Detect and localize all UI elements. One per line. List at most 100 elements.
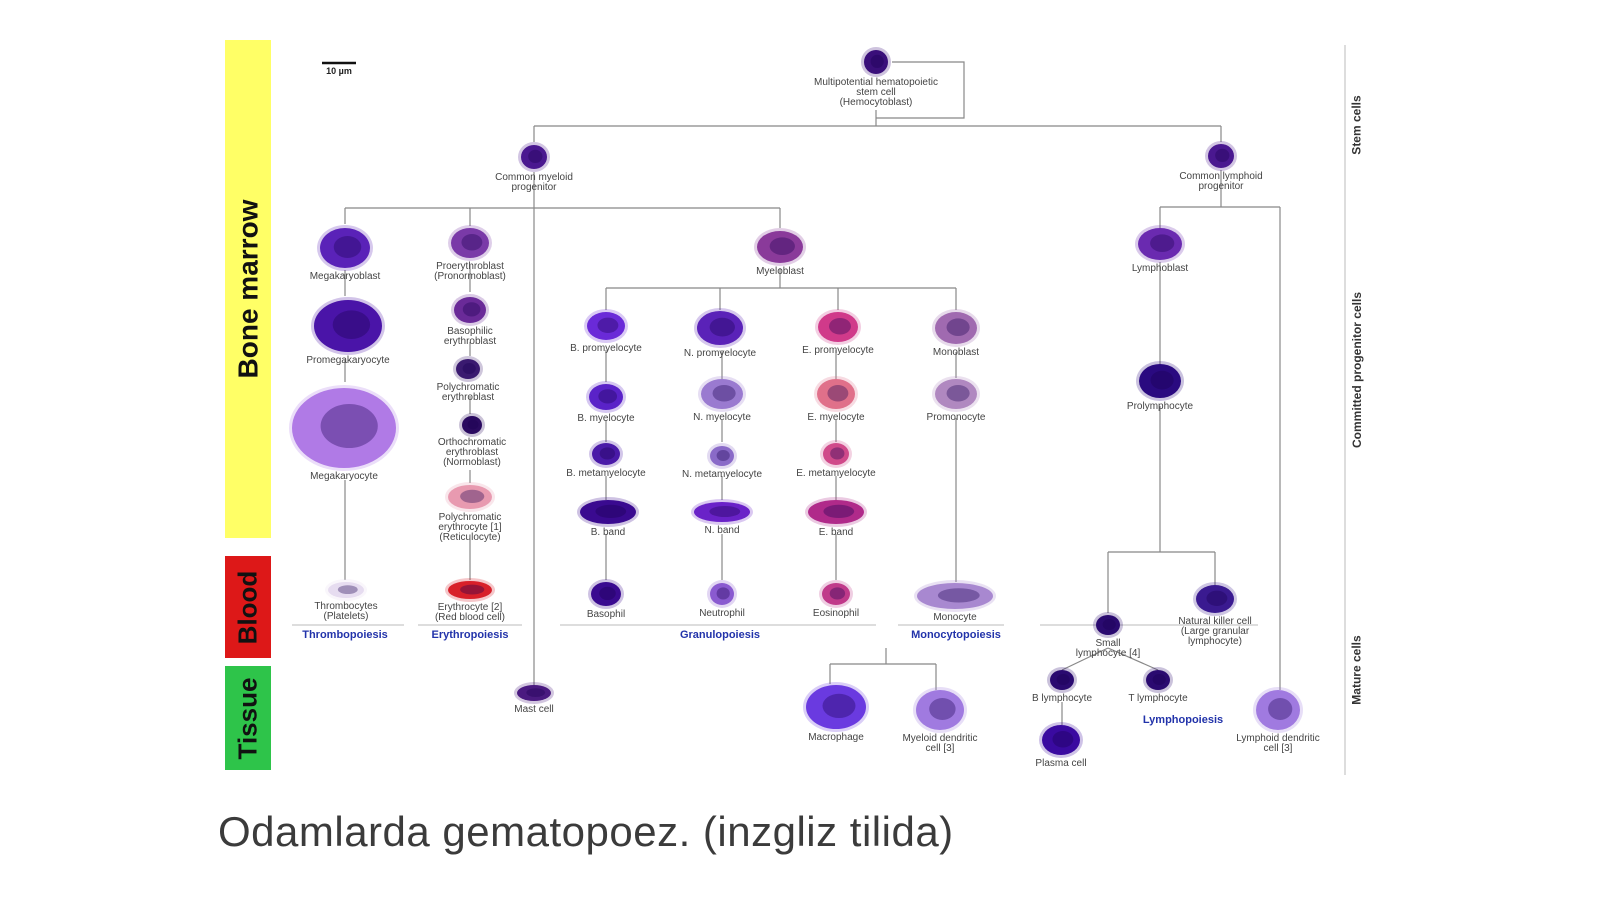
cell-label-b-lymphocyte: B lymphocyte: [1032, 693, 1092, 704]
cell-promegakaryocyte: [311, 297, 385, 355]
cell-body: [451, 228, 489, 258]
cell-reticulocyte: [445, 482, 495, 512]
cell-b-metamyelocyte: [589, 440, 623, 468]
cell-lymphoblast: [1135, 225, 1185, 263]
tissue-band: Tissue: [225, 666, 271, 770]
cell-body: [694, 502, 750, 522]
cell-label-line: (Reticulocyte): [439, 532, 500, 543]
cell-label-line: Plasma cell: [1035, 758, 1086, 769]
cell-nucleus: [712, 385, 736, 402]
cell-label-e-promyelocyte: E. promyelocyte: [802, 345, 874, 356]
cell-monoblast: [932, 309, 980, 347]
cell-label-line: E. metamyelocyte: [796, 468, 876, 479]
cell-label-line: progenitor: [1198, 181, 1244, 192]
cell-nucleus: [460, 584, 485, 595]
cell-label-myeloblast: Myeloblast: [756, 266, 804, 277]
cell-plasma-cell: [1039, 722, 1083, 758]
cell-label-line: B. band: [591, 527, 625, 538]
cell-body: [1256, 690, 1300, 730]
cell-b-band: [577, 497, 639, 527]
cell-label-line: T lymphocyte: [1128, 693, 1188, 704]
cell-label-line: (Pronormoblast): [434, 271, 506, 282]
cell-label-b-metamyelocyte: B. metamyelocyte: [566, 468, 646, 479]
cell-nucleus: [829, 318, 851, 335]
cell-nucleus: [595, 504, 627, 518]
cell-body: [917, 583, 993, 609]
cell-body: [710, 583, 734, 605]
cell-nucleus: [598, 389, 618, 404]
cell-nucleus: [1206, 590, 1228, 606]
cell-nucleus: [822, 693, 856, 719]
cell-basophil: [588, 579, 624, 609]
cell-label-line: E. band: [819, 527, 853, 538]
cell-label-line: Megakaryoblast: [310, 271, 381, 282]
cell-nucleus: [830, 447, 845, 460]
cell-label-e-metamyelocyte: E. metamyelocyte: [796, 468, 876, 479]
cell-body: [697, 311, 743, 345]
cell-label-line: Basophil: [587, 609, 625, 620]
cell-label-line: cell [3]: [1264, 743, 1293, 754]
cell-label-line: (Red blood cell): [435, 612, 505, 623]
cell-label-line: lymphocyte [4]: [1076, 648, 1141, 659]
cell-label-t-lymphocyte: T lymphocyte: [1128, 693, 1188, 704]
cell-body: [710, 446, 734, 466]
cell-label-line: Lymphoid dendritic: [1236, 733, 1320, 744]
cell-cmp: [518, 142, 550, 172]
process-label-4: Lymphopoiesis: [1143, 714, 1223, 726]
cell-label-prolymphocyte: Prolymphocyte: [1127, 401, 1194, 412]
connector: [1107, 647, 1159, 671]
cell-nucleus: [946, 385, 970, 402]
cell-nk-cell: [1193, 582, 1237, 616]
cells-layer: [289, 47, 1303, 758]
cell-body: [935, 379, 977, 409]
cell-body: [580, 500, 636, 524]
cell-nucleus: [929, 698, 956, 720]
cell-label-line: Erythrocyte [2]: [438, 602, 503, 613]
cell-body: [448, 485, 492, 509]
cell-label-line: Natural killer cell: [1178, 616, 1251, 627]
cell-label-line: Thrombocytes: [314, 601, 377, 612]
cell-n-myelocyte: [698, 376, 746, 412]
cell-body: [701, 379, 743, 409]
cell-nucleus: [461, 234, 483, 251]
cell-label-e-band: E. band: [819, 527, 853, 538]
cell-body: [521, 145, 547, 169]
bone-marrow-band: Bone marrow: [225, 40, 271, 538]
connector: [876, 61, 965, 119]
cell-body: [935, 312, 977, 344]
cell-nucleus: [769, 237, 795, 255]
cell-label-line: (Platelets): [323, 611, 368, 622]
cell-nucleus: [320, 404, 378, 448]
cell-nucleus: [716, 450, 730, 461]
cell-nucleus: [1215, 148, 1230, 162]
cell-label-line: B. promyelocyte: [570, 343, 642, 354]
cell-body: [1042, 725, 1080, 755]
cell-label-line: Mast cell: [514, 704, 553, 715]
cell-body: [587, 312, 625, 340]
cell-nucleus: [462, 363, 476, 374]
cell-label-n-band: N. band: [704, 525, 739, 536]
cell-body: [808, 500, 864, 524]
cell-proerythroblast: [448, 225, 492, 261]
cell-thrombocytes: [325, 579, 367, 601]
cell-label-line: lymphocyte): [1188, 636, 1242, 647]
cell-label-e-myelocyte: E. myelocyte: [807, 412, 865, 423]
connector-lines: [344, 61, 1281, 725]
cell-eosinophil: [819, 580, 853, 608]
cell-n-promyelocyte: [694, 308, 746, 348]
cell-label-megakaryocyte: Megakaryocyte: [310, 471, 378, 482]
cell-megakaryocyte: [289, 385, 399, 471]
cell-nucleus: [460, 489, 485, 503]
cell-label-n-promyelocyte: N. promyelocyte: [684, 348, 757, 359]
cell-neutrophil: [707, 580, 737, 608]
caption: Odamlarda gematopoez. (inzgliz tilida): [218, 808, 954, 855]
cell-nucleus: [597, 317, 619, 333]
cell-label-line: Monocyte: [933, 612, 977, 623]
cell-hsc: [861, 47, 891, 77]
cell-body: [916, 690, 964, 730]
cell-label-thrombocytes: Thrombocytes(Platelets): [314, 601, 377, 622]
cell-nucleus: [599, 447, 616, 460]
